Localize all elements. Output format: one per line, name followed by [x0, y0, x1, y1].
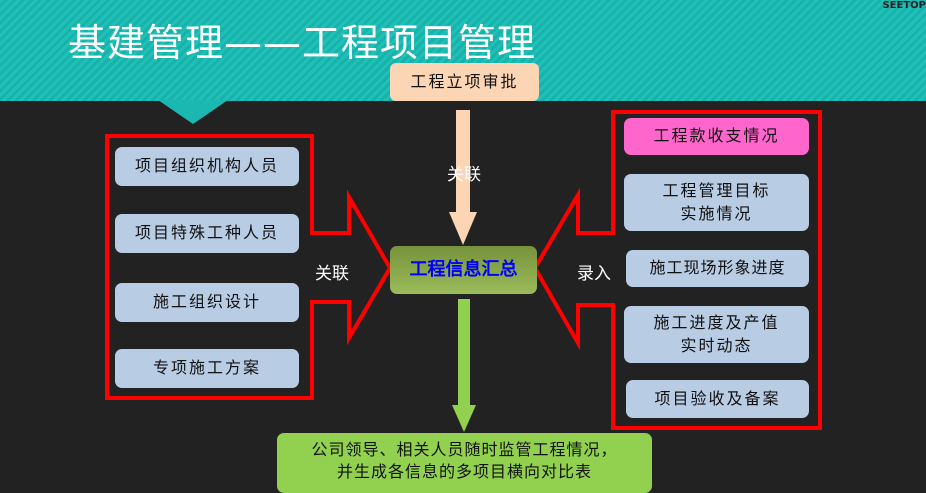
- left-item: 项目特殊工种人员: [115, 214, 299, 253]
- right-item: 施工现场形象进度: [626, 250, 809, 287]
- left-item: 专项施工方案: [115, 349, 299, 388]
- label-input-right: 录入: [577, 264, 611, 284]
- header-notch: [158, 100, 228, 124]
- right-group-outline: [532, 110, 822, 430]
- left-group-outline: [105, 134, 393, 400]
- left-item: 施工组织设计: [115, 283, 299, 322]
- conclusion-box: 公司领导、相关人员随时监管工程情况， 并生成各信息的多项目横向对比表: [277, 433, 652, 493]
- label-relate-top: 关联: [447, 165, 481, 185]
- arrow-down-top: [449, 110, 477, 245]
- logo: SEETOP: [882, 0, 926, 11]
- info-summary-box: 工程信息汇总: [390, 246, 537, 294]
- right-item: 工程款收支情况: [624, 118, 809, 155]
- arrow-down-bottom: [452, 299, 476, 432]
- label-relate-left: 关联: [315, 264, 349, 284]
- right-item: 施工进度及产值 实时动态: [624, 306, 809, 363]
- right-item: 项目验收及备案: [626, 380, 809, 418]
- project-approval-box: 工程立项审批: [390, 63, 539, 101]
- page-title: 基建管理——工程项目管理: [68, 21, 537, 65]
- left-item: 项目组织机构人员: [115, 147, 299, 186]
- right-item: 工程管理目标 实施情况: [624, 174, 809, 231]
